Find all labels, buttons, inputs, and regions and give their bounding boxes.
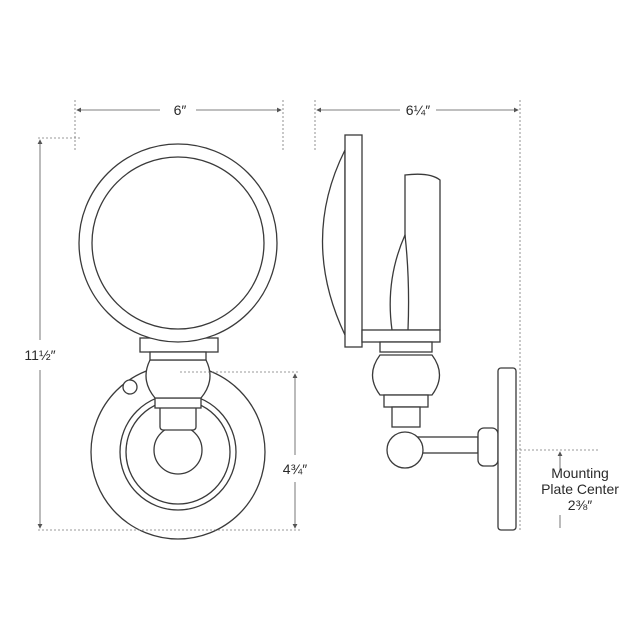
wall-plate [497,367,517,531]
bulb [153,425,203,475]
mounting-value: 2⅜″ [568,497,592,513]
side-view: 6¼″ Mounting Plate Center 2⅜″ [314,100,619,531]
reflector-outer [78,143,278,343]
front-view: 6″ 11½″ 4¾″ [21,100,310,540]
knurled-ring [154,397,202,409]
depth-label: 6¼″ [406,102,430,118]
width-label: 6″ [174,102,187,118]
switch-knob [122,379,138,395]
mounting-label-1: Mounting [551,465,609,481]
reflector-inner [91,156,265,330]
lower-height-label: 4¾″ [283,461,307,477]
height-label: 11½″ [24,347,55,363]
knurled-ring-side [383,394,429,408]
socket-body [145,359,211,399]
mounting-label-2: Plate Center [541,481,619,497]
shade-side [404,173,441,331]
reflector-dome [321,149,346,336]
